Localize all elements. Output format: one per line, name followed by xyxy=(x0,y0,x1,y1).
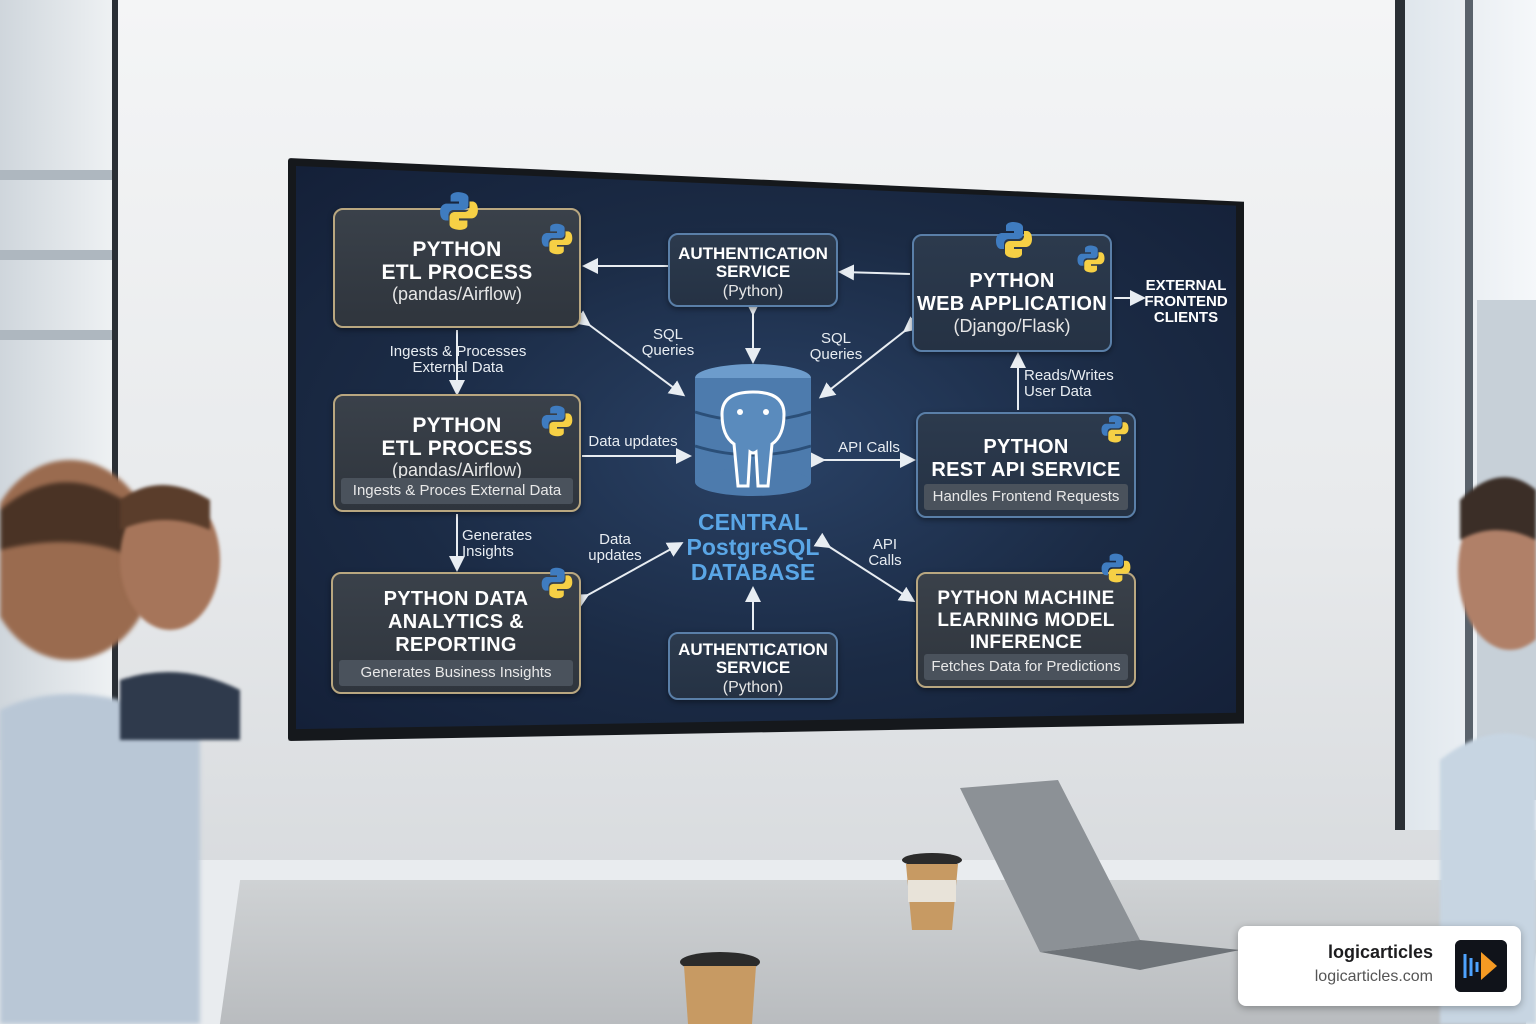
edge-label-line: User Data xyxy=(1024,383,1092,400)
arrow-web-db xyxy=(818,316,921,399)
person-middle xyxy=(120,485,240,740)
edge-label-line: Data updates xyxy=(588,433,678,450)
window-blind-slat xyxy=(0,330,112,340)
node-title: ANALYTICS & xyxy=(388,611,524,633)
edge-label-data-updates-low: Data updates xyxy=(584,532,646,564)
node-auth-bottom: AUTHENTICATION SERVICE (Python) xyxy=(668,632,838,700)
node-subtitle: (Django/Flask) xyxy=(953,316,1071,336)
arrow-web-to-auth xyxy=(838,264,911,281)
window-blind-slat xyxy=(0,250,112,260)
node-etl-mid: PYTHON ETL PROCESS (pandas/Airflow) Inge… xyxy=(333,394,581,512)
node-title: SERVICE xyxy=(715,658,791,677)
edge-label-generates: Generates Insights xyxy=(462,528,542,560)
person-left xyxy=(0,460,200,1024)
database-label-line: PostgreSQL xyxy=(686,534,820,560)
node-title: PYTHON xyxy=(983,436,1069,458)
postgresql-elephant-icon xyxy=(720,390,786,488)
edge-label-line: Insights xyxy=(462,543,514,560)
python-logo-icon xyxy=(1101,553,1131,583)
node-title: REPORTING xyxy=(395,634,517,656)
python-logo-icon xyxy=(996,222,1032,258)
edge-label-line: Data xyxy=(599,531,631,548)
node-title: ETL PROCESS xyxy=(381,437,533,460)
edge-label-line: SQL xyxy=(652,326,683,343)
edge-label-line: Reads/Writes xyxy=(1024,367,1114,384)
node-footer: Ingests & Proces External Data xyxy=(341,478,573,504)
arrow-db-ml xyxy=(813,532,916,603)
edge-label-sql-left: SQL Queries xyxy=(636,327,700,359)
edge-label-line: Generates xyxy=(462,527,533,544)
external-line: EXTERNAL xyxy=(1145,277,1227,294)
laptop xyxy=(960,780,1240,970)
arrow-etl-db xyxy=(573,310,686,397)
badge-name: logicarticles xyxy=(1327,942,1433,962)
python-logo-icon xyxy=(1101,415,1129,443)
logicarticles-logo-icon xyxy=(1455,940,1507,992)
python-logo-icon xyxy=(541,223,573,255)
coffee-cup xyxy=(680,952,760,1024)
node-subtitle: (pandas/Airflow) xyxy=(391,460,523,480)
postgresql-database-icon xyxy=(694,364,812,496)
edge-label-ingests: Ingests & Processes External Data xyxy=(376,344,540,376)
python-logo-icon xyxy=(541,567,573,599)
edge-label-line: Queries xyxy=(641,342,695,359)
python-logo-icon xyxy=(440,192,478,230)
node-title: AUTHENTICATION xyxy=(678,244,828,263)
node-title: INFERENCE xyxy=(969,632,1083,653)
edge-label-sql-right: SQL Queries xyxy=(804,331,868,363)
edge-label-line: API xyxy=(872,536,898,553)
python-logo-icon xyxy=(1077,245,1105,273)
node-title: AUTHENTICATION xyxy=(678,640,828,659)
node-analytics: PYTHON DATA ANALYTICS & REPORTING Genera… xyxy=(331,572,581,694)
edge-label-line: External Data xyxy=(412,359,504,376)
external-frontend-clients-label: EXTERNAL FRONTEND CLIENTS xyxy=(1144,278,1228,326)
edge-label-api-calls-low: API Calls xyxy=(862,537,908,569)
edge-label-line: Calls xyxy=(868,552,902,569)
node-title: WEB APPLICATION xyxy=(916,293,1108,315)
node-footer: Fetches Data for Predictions xyxy=(924,654,1128,680)
node-subtitle: (pandas/Airflow) xyxy=(391,284,523,304)
edge-label-api-calls-mid: API Calls xyxy=(832,440,906,456)
edge-label-data-updates-mid: Data updates xyxy=(584,434,682,450)
node-title: PYTHON xyxy=(969,270,1055,292)
external-line: CLIENTS xyxy=(1153,309,1219,326)
node-title: PYTHON xyxy=(412,238,502,261)
database-label: CENTRAL PostgreSQL DATABASE xyxy=(678,510,828,585)
node-title: LEARNING MODEL xyxy=(937,610,1115,631)
node-title: REST API SERVICE xyxy=(931,459,1121,481)
external-line: FRONTEND xyxy=(1144,293,1228,310)
node-footer: Generates Business Insights xyxy=(339,660,573,686)
edge-label-line: Ingests & Processes xyxy=(389,343,527,360)
node-ml: PYTHON MACHINE LEARNING MODEL INFERENCE … xyxy=(916,572,1136,688)
badge-url[interactable]: logicarticles.com xyxy=(1314,968,1433,985)
node-footer: Handles Frontend Requests xyxy=(924,484,1128,510)
node-title: ETL PROCESS xyxy=(381,261,533,284)
logicarticles-badge[interactable]: logicarticles logicarticles.com xyxy=(1238,926,1521,1006)
node-title: PYTHON MACHINE xyxy=(937,588,1115,609)
node-subtitle: (Python) xyxy=(722,283,784,300)
arrow-analytics-db xyxy=(571,542,684,609)
database-label-line: CENTRAL xyxy=(698,509,808,535)
edge-label-line: Queries xyxy=(809,346,863,363)
edge-label-line: API Calls xyxy=(838,439,900,456)
window-blind-slat xyxy=(0,170,112,180)
node-rest-api: PYTHON REST API SERVICE Handles Frontend… xyxy=(916,412,1136,518)
coffee-cup xyxy=(902,853,962,930)
node-auth-top: AUTHENTICATION SERVICE (Python) xyxy=(668,233,838,307)
node-subtitle: (Python) xyxy=(722,679,784,696)
node-title: PYTHON xyxy=(412,414,502,437)
node-title: PYTHON DATA xyxy=(383,588,529,610)
edge-label-line: updates xyxy=(588,547,642,564)
connector-arrows xyxy=(449,258,1146,630)
edge-label-reads-writes: Reads/Writes User Data xyxy=(1024,368,1116,400)
database-label-line: DATABASE xyxy=(690,559,816,585)
edge-label-line: SQL xyxy=(820,330,851,347)
window-frame xyxy=(1465,0,1473,830)
python-logo-icon xyxy=(541,405,573,437)
node-title: SERVICE xyxy=(715,262,791,281)
